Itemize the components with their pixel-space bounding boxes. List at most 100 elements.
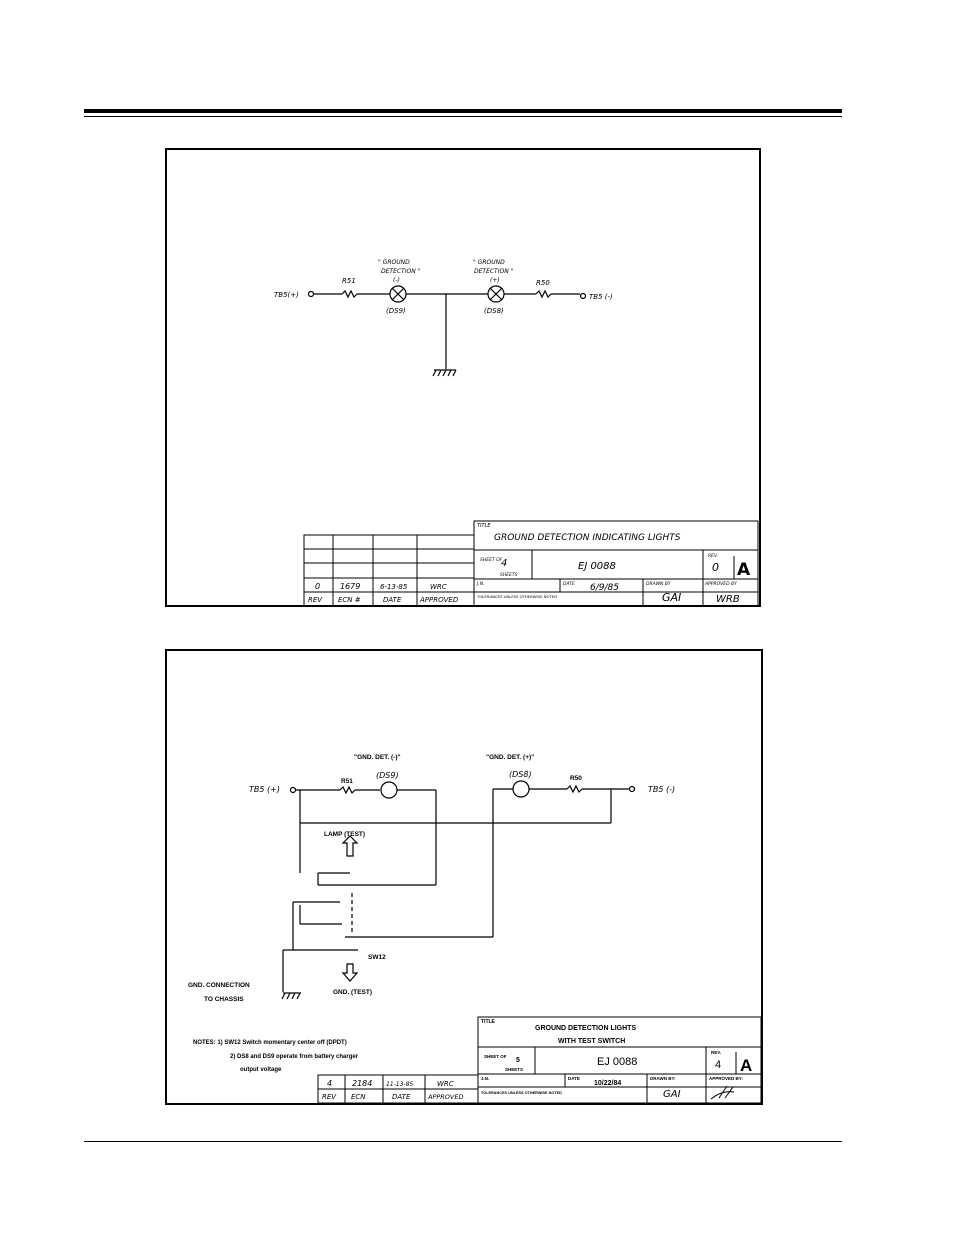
rev-header-rev: REV [308,596,323,604]
label-ds9-2: (DS9) [376,771,399,780]
rev-row-ecn-2: 2184 [352,1079,372,1088]
rev-header-date-2: DATE [392,1093,411,1101]
drawing-2-title-block [317,1016,762,1104]
tolerance-text-2: TOLERANCES UNLESS OTHERWISE NOTED [481,1091,562,1095]
date-value: 6/9/85 [590,583,619,593]
rev-row-rev-2: 4 [327,1079,332,1088]
lamp2-caption-line2: DETECTION " [474,268,514,275]
label-tb5-pos: TB5(+) [274,291,299,299]
drawn-by: GAI [662,591,681,604]
date-label-2: DATE [568,1076,580,1081]
sheet-number: 4 [501,558,507,569]
label-r51-2: R51 [341,778,353,785]
drawing-1-title-block [303,520,759,607]
lamp1-caption-2: "GND. DET. (-)" [354,754,401,761]
lamp1-caption-line3: (-) [393,277,400,284]
footer-rule [84,1141,842,1142]
drawing-2-circuit [281,780,636,1000]
doc-number: EJ 0088 [578,561,616,572]
sheet-label: SHEET OF [480,557,503,563]
drawing-1-circuit [307,285,587,377]
drawing-2-title-line1: GROUND DETECTION LIGHTS [535,1025,636,1032]
label-tb5-pos-2: TB5 (+) [249,785,280,794]
drawing-2: TB5 (+) (DS9) (DS8) TB5 (-) R51 R50 "GND… [165,649,763,1105]
rev-value: 0 [712,561,719,574]
drawing-size-2: A [740,1056,752,1075]
rev-header-ecn-2: ECN [351,1093,366,1101]
arrow-up-icon [341,835,359,857]
rev-header-rev-2: REV [322,1093,337,1101]
sw12-label: SW12 [368,954,386,961]
label-r50-2: R50 [570,775,582,782]
header-rule-thin [84,116,842,117]
approved-signature [710,1085,735,1100]
sheets-label: SHEETS [500,572,518,578]
label-tb5-neg-2: TB5 (-) [648,785,675,794]
rev-row-approved: WRC [430,583,447,591]
doc-number-2: EJ 0088 [597,1056,637,1068]
date-value-2: 10/22/84 [594,1080,621,1087]
rev-header-approved: APPROVED [419,596,459,604]
jn-label-2: J.N. [481,1076,489,1081]
lamp2-caption-line1: " GROUND [473,259,505,266]
approved-by: WRB [716,594,740,605]
drawing-1: TB5(+) R51 R50 TB5 (-) (DS9) (DS8) " GRO… [165,148,761,607]
rev-header-approved-2: APPROVED [427,1093,463,1101]
tolerance-text: TOLERANCES UNLESS OTHERWISE NOTED [477,594,557,599]
drawing-2-title-line2: WITH TEST SWITCH [558,1038,625,1045]
label-tb5-neg: TB5 (-) [589,293,613,301]
title-label-2: TITLE [481,1019,496,1025]
lamp1-caption-line2: DETECTION " [381,268,421,275]
rev-row-ecn: 1679 [340,582,360,591]
terminal-tb5-neg-2 [628,785,636,793]
label-r51: R51 [342,277,356,285]
lamp2-caption-line3: (+) [490,277,500,284]
terminal-tb5-neg [579,292,587,300]
rev-label-2: REV. [711,1050,721,1055]
label-ds8-2: (DS8) [509,770,532,779]
ground-symbol-2 [281,992,301,1000]
sheet-number-2: 5 [516,1057,520,1064]
label-ds8: (DS8) [484,307,504,315]
resistor-r51 [341,289,358,299]
lamp2-caption-2: "GND. DET. (+)" [486,754,534,761]
lamp-ds9-2 [380,781,398,799]
rev-header-ecn: ECN # [338,596,361,604]
drawing-2-border [165,649,763,1105]
terminal-tb5-pos [307,290,315,298]
resistor-r51-2 [339,785,356,795]
gnd-test-label: GND. (TEST) [333,989,372,996]
arrow-down-icon [341,963,359,982]
rev-row-rev: 0 [315,582,320,591]
drawing-size: A [737,560,751,580]
drawn-by-2: GAI [663,1089,681,1100]
rev-row-approved-2: WRC [437,1080,454,1088]
note-line3: output voltage [240,1067,282,1073]
lamp1-caption-line1: " GROUND [378,259,410,266]
rev-label: REV. [708,553,718,559]
drawn-by-label-2: DRAWN BY: [650,1076,676,1081]
resistor-r50 [535,289,552,299]
date-label: DATE [563,581,575,587]
resistor-r50-2 [566,784,583,794]
rev-row-date-2: 11-13-85 [386,1081,413,1088]
gnd-connection-line2: TO CHASSIS [204,996,244,1003]
label-ds9: (DS9) [386,307,406,315]
approved-by-label: APPROVED BY [704,581,738,587]
note-line2: 2) DS8 and DS9 operate from battery char… [230,1054,359,1060]
jn-label: J.N. [476,581,485,587]
sheets-label-2: SHEETS [505,1067,523,1072]
rev-header-date: DATE [383,596,402,604]
drawing-1-title: GROUND DETECTION INDICATING LIGHTS [494,533,681,543]
drawn-by-label: DRAWN BY [646,581,672,587]
rev-value-2: 4 [715,1059,721,1071]
sheet-label-2: SHEET OF [484,1054,507,1059]
lamp-test-label: LAMP (TEST) [324,831,365,838]
header-rule-thick [84,109,842,113]
note-line1: NOTES: 1) SW12 Switch momentary center o… [193,1040,347,1046]
lamp-ds8-2 [512,780,530,798]
title-label: TITLE [477,523,491,529]
rev-row-date: 6-13-85 [380,583,408,591]
approved-by-label-2: APPROVED BY: [709,1076,743,1081]
